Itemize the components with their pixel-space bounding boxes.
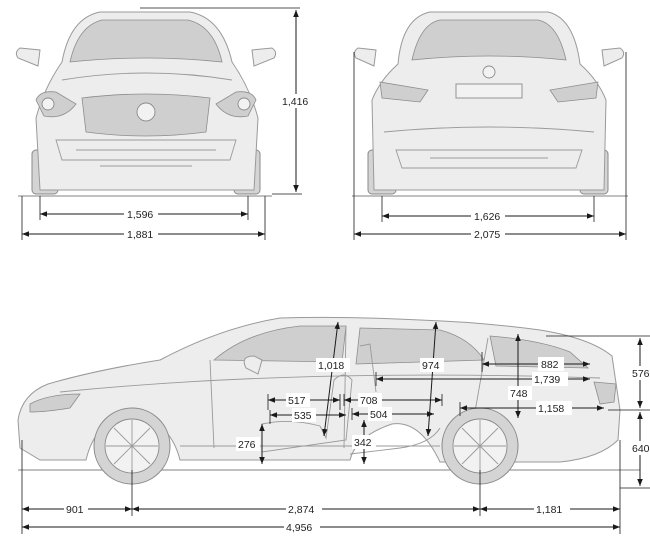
overall-length-label: 4,956 xyxy=(286,522,312,534)
side-car-illustration xyxy=(17,316,640,485)
rear-overhang-label: 1,181 xyxy=(536,504,562,516)
front-seat-length-label: 535 xyxy=(294,410,312,422)
front-view: 1,416 1,596 1,881 xyxy=(15,7,308,241)
rear-width-dimension: 2,075 xyxy=(353,52,627,241)
front-width-dimension: 1,881 xyxy=(21,196,266,241)
rear-car-illustration xyxy=(352,11,628,197)
rear-seat-length-dimension: 504 xyxy=(351,407,434,421)
front-seat-height-label: 276 xyxy=(238,439,256,451)
rear-view: 1,626 2,075 xyxy=(352,11,628,241)
rear-legroom-label: 708 xyxy=(360,395,378,407)
rear-seat-height-dimension: 342 xyxy=(352,420,376,464)
wheelbase-label: 2,874 xyxy=(288,504,314,516)
front-track-label: 1,596 xyxy=(127,209,153,221)
cargo-length-folded-label: 1,739 xyxy=(534,374,560,386)
length-row-dimension: 901 2,874 1,181 xyxy=(21,440,621,534)
front-overhang-label: 901 xyxy=(66,504,84,516)
cargo-width-label: 1,158 xyxy=(538,403,564,415)
front-seat-height-dimension: 276 xyxy=(236,424,265,464)
cargo-height-dimension: 748 xyxy=(508,334,532,418)
front-legroom-label: 517 xyxy=(288,395,306,407)
cargo-length-folded-dimension: 1,739 xyxy=(375,372,590,386)
rear-legroom-dimension: 708 xyxy=(343,393,443,407)
cargo-length-label: 882 xyxy=(541,359,559,371)
front-height-label: 1,416 xyxy=(282,96,308,108)
front-car-illustration xyxy=(15,11,277,197)
cargo-width-dimension: 1,158 xyxy=(459,401,604,416)
rear-seat-length-label: 504 xyxy=(370,409,388,421)
front-legroom-dimension: 517 xyxy=(267,393,341,410)
rear-seat-height-label: 342 xyxy=(354,437,372,449)
rear-track-label: 1,626 xyxy=(474,211,500,223)
rear-track-dimension: 1,626 xyxy=(381,196,595,223)
overall-length-dimension: 4,956 xyxy=(22,520,620,534)
tailgate-height-dimension: 576 640 xyxy=(546,335,650,489)
side-view: 1,018 974 882 1,739 748 xyxy=(17,316,650,534)
rear-width-label: 2,075 xyxy=(474,229,500,241)
front-width-label: 1,881 xyxy=(127,229,153,241)
rear-headroom-label: 974 xyxy=(422,360,440,372)
cargo-length-dimension: 882 xyxy=(481,352,590,372)
tailgate-lower-label: 640 xyxy=(632,443,650,455)
front-seat-length-dimension: 535 xyxy=(269,408,346,424)
tailgate-upper-label: 576 xyxy=(632,368,650,380)
cargo-height-label: 748 xyxy=(510,388,528,400)
front-height-dimension: 1,416 xyxy=(140,7,308,195)
front-track-dimension: 1,596 xyxy=(39,196,249,221)
front-headroom-label: 1,018 xyxy=(318,360,344,372)
